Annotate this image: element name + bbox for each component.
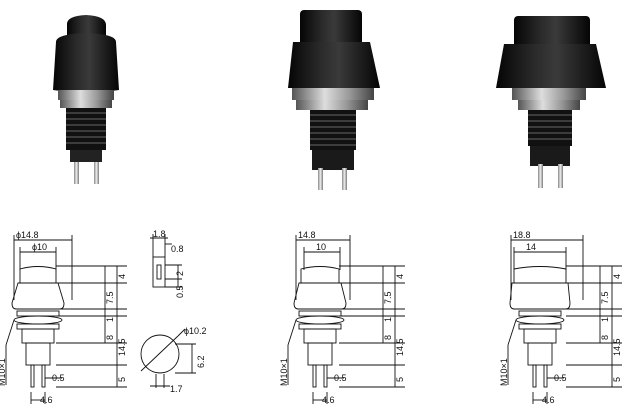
dimension-drawing-1 <box>5 235 127 404</box>
terminal-length-label: 5 <box>117 377 127 382</box>
terminal-offset-label: 0.5 <box>175 285 185 298</box>
total-length-label: 14.5 <box>117 338 127 356</box>
terminal-detail <box>150 234 182 288</box>
gap-label: 1 <box>383 317 393 322</box>
cap-width-label: 10 <box>316 242 326 252</box>
pin-thickness-label: 0.5 <box>52 373 65 383</box>
cap-width-label: 14 <box>526 242 536 252</box>
overall-width-label: 14.8 <box>298 230 316 240</box>
dimension-drawing-2 <box>287 235 405 404</box>
thread-label: M10×1 <box>0 358 7 386</box>
terminal-thickness-label: 0.8 <box>171 244 184 254</box>
pin-thickness-label: 0.5 <box>334 373 347 383</box>
thread-length-label: 8 <box>383 335 393 340</box>
terminal-length-label: 5 <box>612 377 622 382</box>
panel-cutout <box>140 328 196 388</box>
cutout-flat-label: 6.2 <box>196 355 206 368</box>
body-height-label: 7.5 <box>600 291 610 304</box>
thread-label: M10×1 <box>279 358 289 386</box>
dimension-drawing-3 <box>507 235 622 404</box>
body-height-label: 7.5 <box>105 291 115 304</box>
cutout-diameter-label: ϕ10.2 <box>184 326 207 336</box>
thread-label: M10×1 <box>499 358 509 386</box>
overall-width-label: 18.8 <box>513 230 531 240</box>
switch-photo-round <box>53 15 119 184</box>
switch-photo-square <box>288 10 380 190</box>
terminal-width-label: 1.8 <box>153 229 166 239</box>
gap-label: 1 <box>600 317 610 322</box>
cap-height-label: 4 <box>117 274 127 279</box>
gap-label: 1 <box>105 317 115 322</box>
pin-thickness-label: 0.5 <box>554 373 567 383</box>
cutout-key-label: 1.7 <box>170 384 183 394</box>
pin-spacing-label: 4.6 <box>322 395 335 405</box>
pin-spacing-label: 4.6 <box>40 395 53 405</box>
cap-height-label: 4 <box>395 274 405 279</box>
overall-width-label: ϕ14.8 <box>16 230 39 240</box>
thread-length-label: 8 <box>600 335 610 340</box>
pin-spacing-label: 4.6 <box>542 395 555 405</box>
total-length-label: 14.5 <box>612 338 622 356</box>
cap-width-label: ϕ10 <box>32 242 47 252</box>
terminal-length-label: 5 <box>395 377 405 382</box>
cap-height-label: 4 <box>612 274 622 279</box>
body-height-label: 7.5 <box>383 291 393 304</box>
thread-length-label: 8 <box>105 335 115 340</box>
terminal-slot-label: 2 <box>175 271 185 276</box>
switch-photo-square-wide <box>496 16 606 188</box>
total-length-label: 14.5 <box>395 338 405 356</box>
